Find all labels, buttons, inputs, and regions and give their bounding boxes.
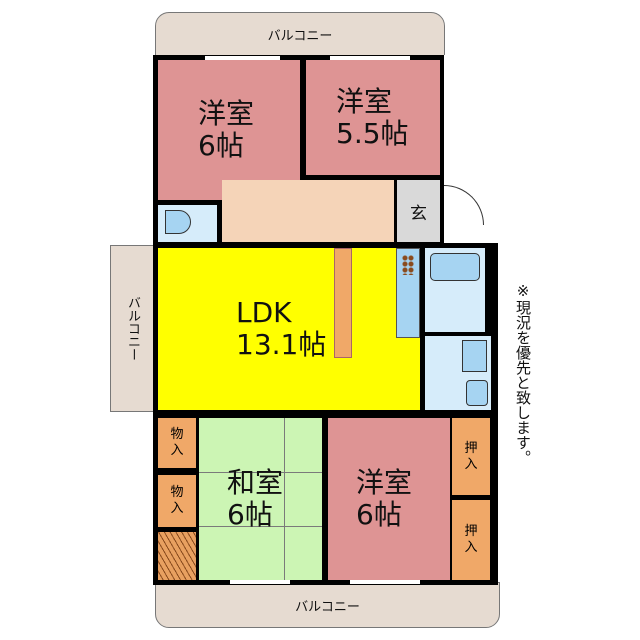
entrance-label: 玄 xyxy=(410,203,427,224)
hallway xyxy=(222,180,394,242)
storage-2: 物入 xyxy=(158,475,196,527)
window xyxy=(205,56,280,60)
wood-floor xyxy=(158,532,196,580)
window xyxy=(230,580,290,584)
ldk-lower xyxy=(396,338,420,410)
balcony-label: バルコニー xyxy=(125,296,140,361)
balcony-label: バルコニー xyxy=(267,29,333,44)
storage-label: 物入 xyxy=(170,485,184,516)
disclaimer-note: ※現況を優先と致します。 xyxy=(510,282,534,502)
window xyxy=(350,580,420,584)
note-text: ※現況を優先と致します。 xyxy=(514,282,532,465)
toilet-icon xyxy=(165,210,191,234)
kitchen-counter xyxy=(334,248,352,358)
bathtub-icon xyxy=(430,253,480,281)
western-room-2: 洋室 5.5帖 xyxy=(306,60,440,175)
room-name: 洋室 xyxy=(336,84,393,118)
room-size: 6帖 xyxy=(198,129,244,162)
balcony-top: バルコニー xyxy=(155,12,445,57)
hallway-upper xyxy=(306,180,394,182)
room-size: 6帖 xyxy=(356,498,402,531)
closet-label: 押入 xyxy=(464,524,478,555)
room-name: LDK xyxy=(236,296,292,329)
balcony-label: バルコニー xyxy=(295,599,360,615)
storage-label: 物入 xyxy=(170,427,184,458)
balcony-left: バルコニー xyxy=(110,245,155,412)
window xyxy=(330,56,410,60)
closet-2: 押入 xyxy=(452,500,490,580)
western-room-1: 洋室 6帖 xyxy=(158,60,300,200)
entrance: 玄 xyxy=(397,180,440,242)
room-size: 5.5帖 xyxy=(336,116,409,150)
storage-1: 物入 xyxy=(158,418,196,468)
kitchen-sink-strip xyxy=(396,248,420,338)
closet-1: 押入 xyxy=(452,418,490,495)
washing-machine-icon xyxy=(466,380,488,406)
room-size: 6帖 xyxy=(227,498,273,531)
closet-label: 押入 xyxy=(464,440,478,472)
balcony-bottom: バルコニー xyxy=(155,582,500,628)
western-room-3: 洋室 6帖 xyxy=(328,418,450,580)
stove-icon xyxy=(402,255,414,275)
room-name: 洋室 xyxy=(356,466,413,499)
room-name: 洋室 xyxy=(198,97,255,130)
washbasin-icon xyxy=(462,340,487,372)
japanese-room: 和室 6帖 xyxy=(199,418,322,580)
room-name: 和室 xyxy=(227,466,284,499)
room-size: 13.1帖 xyxy=(236,328,327,361)
ldk: LDK 13.1帖 xyxy=(158,248,396,410)
